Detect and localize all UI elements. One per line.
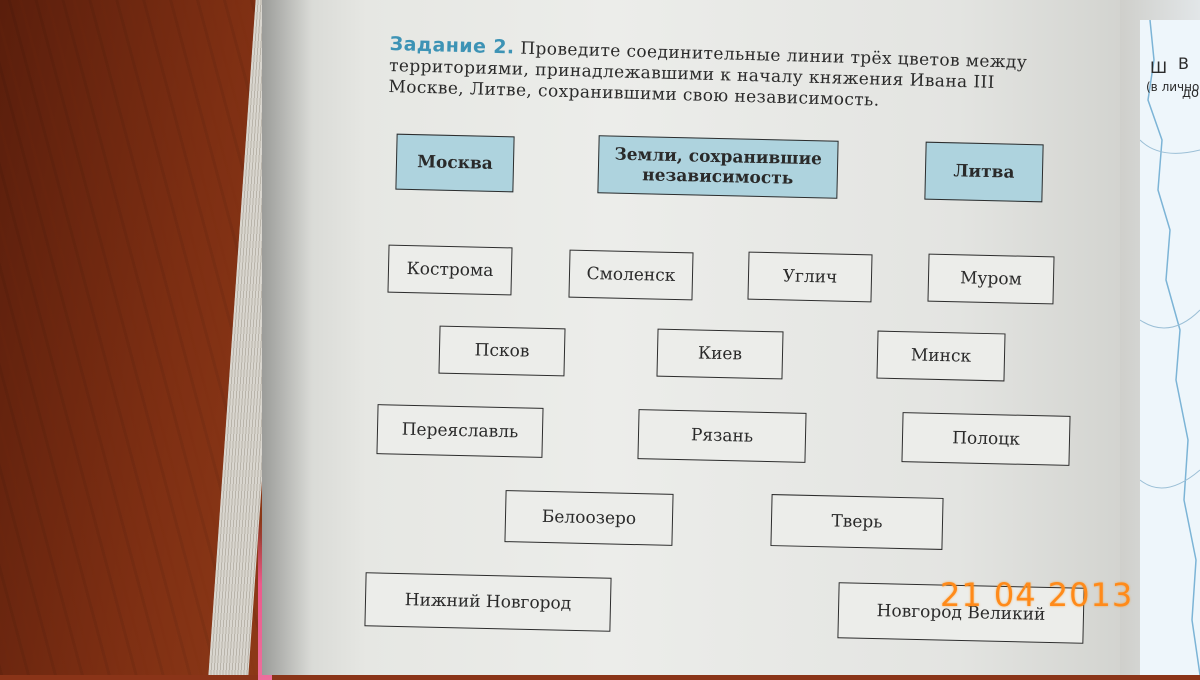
- territory-label: Переяславль: [401, 419, 519, 443]
- header-label: Земли, сохранившие независимость: [614, 144, 823, 189]
- territory-box: Переяславль: [376, 404, 544, 458]
- map-note: (в лично: [1146, 80, 1200, 94]
- camera-date-stamp: 21 04 2013: [940, 576, 1134, 614]
- map-note: до: [1182, 86, 1199, 101]
- territory-box: Углич: [747, 251, 873, 303]
- territory-box: Киев: [656, 328, 784, 380]
- territory-box: Белоозеро: [504, 490, 674, 546]
- header-box-lithuania: Литва: [924, 141, 1044, 203]
- header-label: Москва: [416, 152, 494, 174]
- map-letter: В: [1178, 54, 1189, 73]
- header-box-independent: Земли, сохранившие независимость: [597, 135, 839, 199]
- header-label: Литва: [953, 161, 1015, 183]
- territory-box: Нижний Новгород: [364, 572, 612, 632]
- map-fragment: [1140, 20, 1200, 675]
- territory-box: Псков: [438, 325, 566, 377]
- territory-box: Муром: [927, 253, 1055, 305]
- territory-box: Смоленск: [568, 249, 694, 301]
- territory-label: Минск: [910, 345, 972, 367]
- territory-box: Тверь: [770, 494, 944, 550]
- page-shadow: [262, 0, 312, 675]
- territory-label: Нижний Новгород: [404, 590, 572, 614]
- territory-label: Рязань: [690, 425, 754, 447]
- header-box-moscow: Москва: [395, 133, 515, 193]
- map-letter: Ш: [1150, 58, 1168, 77]
- territory-label: Тверь: [831, 511, 883, 533]
- territory-box: Рязань: [637, 409, 807, 463]
- territory-label: Киев: [697, 343, 743, 365]
- territory-label: Углич: [782, 266, 838, 288]
- territory-box: Кострома: [387, 244, 513, 296]
- territory-box: Минск: [876, 330, 1006, 382]
- territory-box: Полоцк: [901, 412, 1071, 466]
- territory-label: Полоцк: [951, 428, 1021, 450]
- territory-label: Кострома: [406, 259, 494, 281]
- territory-label: Белоозеро: [541, 506, 637, 530]
- territory-label: Псков: [474, 340, 530, 362]
- task-label: Задание 2.: [389, 33, 515, 59]
- territory-label: Муром: [959, 268, 1023, 290]
- territory-label: Смоленск: [586, 263, 676, 287]
